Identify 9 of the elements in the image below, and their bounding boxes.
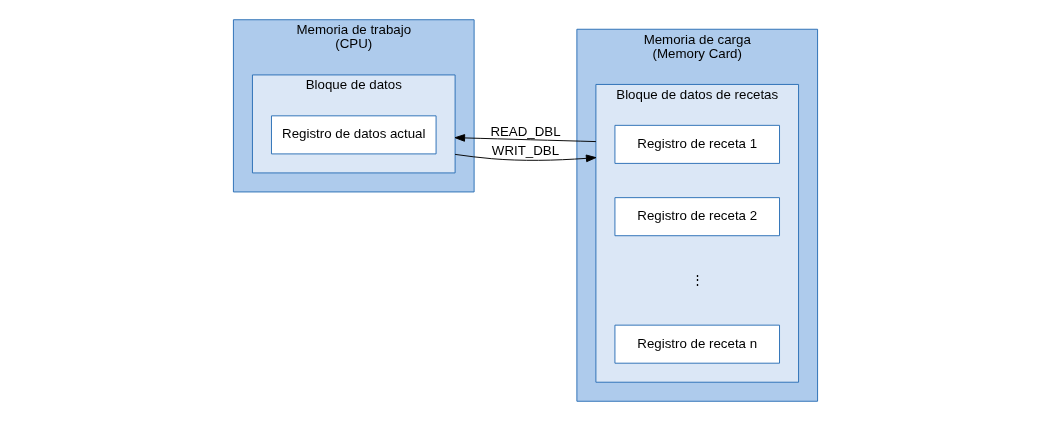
node-box: Registro de datos actual — [270, 115, 437, 155]
node-box: Registro de receta 2 — [613, 197, 780, 237]
label: ⋮ — [690, 271, 704, 287]
node-box: Registro de receta n — [613, 324, 780, 364]
arrow — [454, 134, 596, 143]
arrow — [454, 153, 596, 163]
edge-label: READ_DBL — [489, 124, 561, 139]
node-box: Registro de receta 1 — [613, 124, 780, 164]
edge-label: WRIT_DBL — [491, 143, 559, 159]
